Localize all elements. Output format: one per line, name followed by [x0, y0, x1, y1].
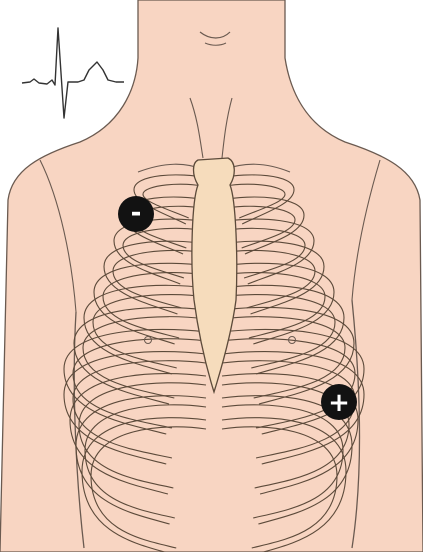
positive-electrode: +	[321, 384, 357, 420]
ecg-waveform	[22, 28, 124, 118]
negative-electrode-label: -	[131, 198, 142, 228]
negative-electrode: -	[118, 196, 154, 232]
positive-electrode-label: +	[328, 388, 350, 418]
